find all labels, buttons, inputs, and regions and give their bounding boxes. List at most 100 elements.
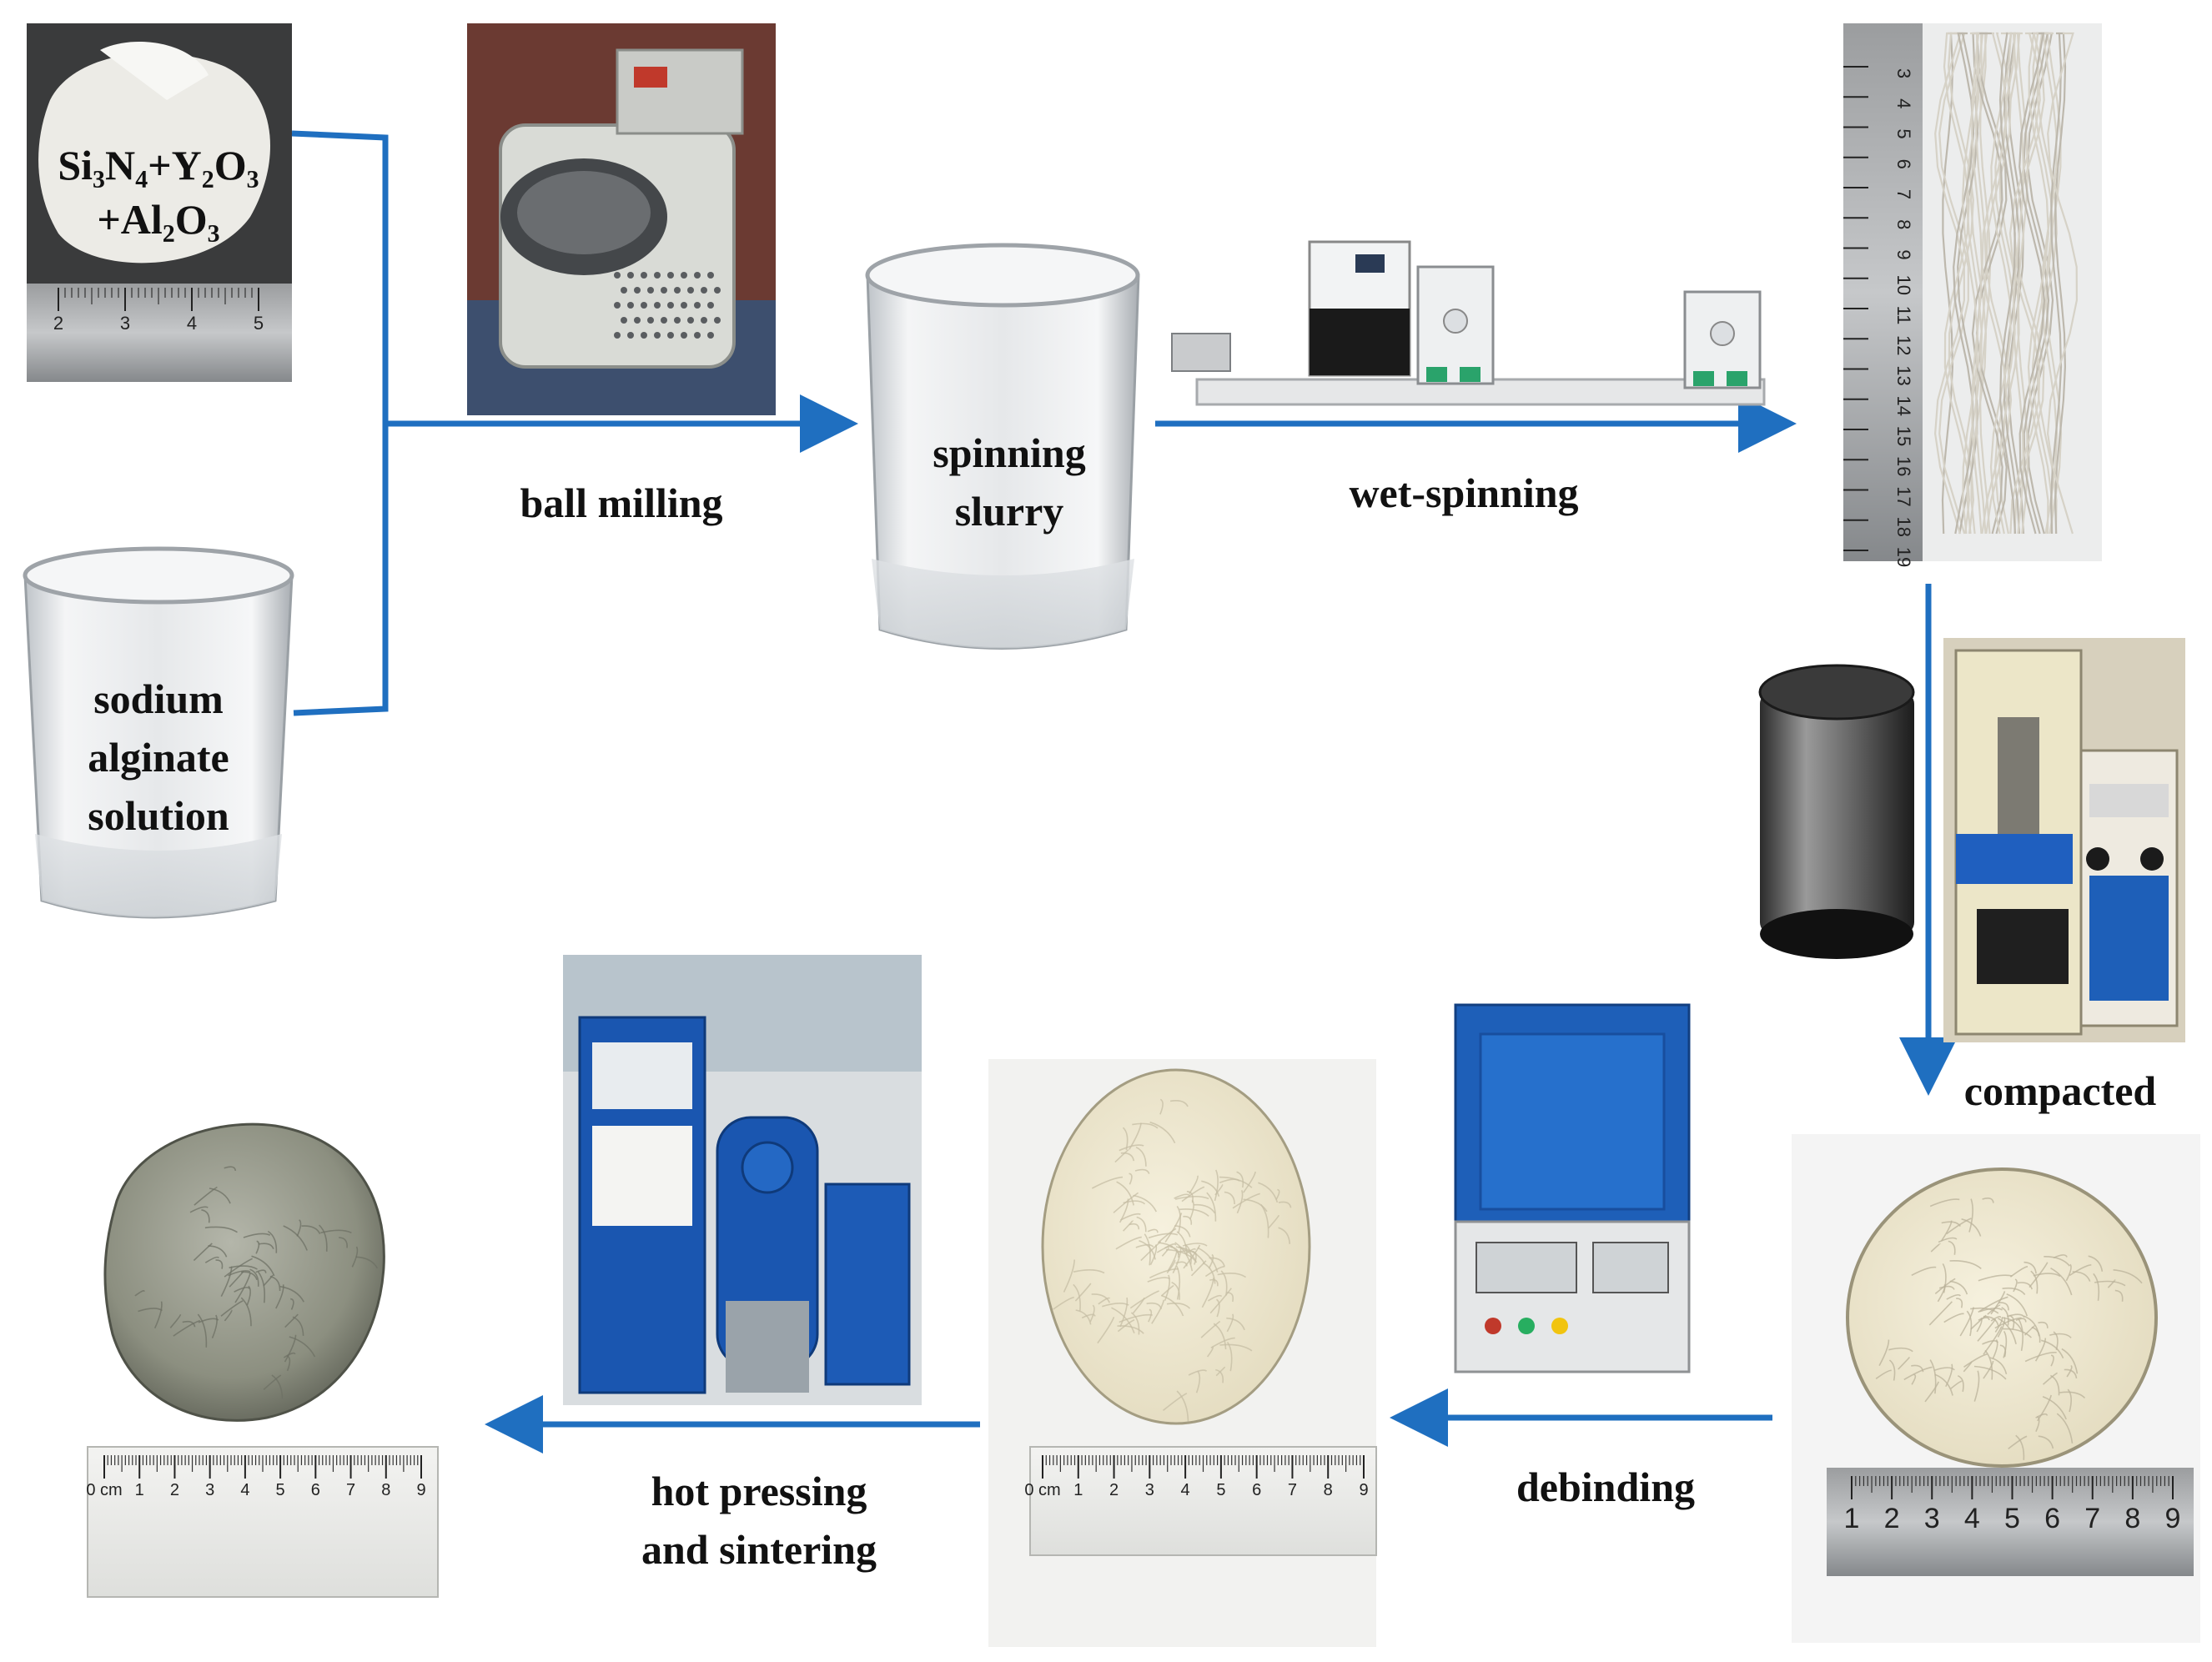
vent-hole	[634, 287, 641, 294]
texture-stroke	[1278, 1227, 1291, 1244]
compacted-ruler-tick-label: 7	[2084, 1503, 2100, 1534]
texture-stroke	[1119, 1313, 1153, 1323]
texture-stroke	[1219, 1176, 1253, 1188]
fiber-ruler-tick-label: 4	[1893, 98, 1914, 108]
sintered-ruler-tick-label: 5	[276, 1481, 285, 1499]
texture-stroke	[1120, 1213, 1141, 1221]
texture-stroke	[1215, 1298, 1220, 1318]
texture-stroke	[1210, 1337, 1235, 1348]
texture-stroke	[267, 1230, 278, 1253]
fiber-ruler-tick-label: 17	[1893, 486, 1914, 506]
debinded-ruler-tick-label: 7	[1288, 1481, 1297, 1499]
fiber-strand	[1938, 32, 1969, 535]
debinded-ruler-tick-label: 9	[1359, 1481, 1368, 1499]
texture-stroke	[1119, 1144, 1144, 1152]
compacted-disk-texture	[1875, 1198, 2143, 1460]
texture-stroke	[2017, 1282, 2033, 1290]
texture-stroke	[1130, 1312, 1140, 1335]
ceramic-fibers	[1933, 32, 2079, 535]
texture-stroke	[263, 1374, 282, 1390]
vent-hole	[641, 332, 647, 339]
texture-stroke	[1164, 1243, 1177, 1249]
texture-stroke	[1151, 1299, 1165, 1324]
vent-hole	[701, 317, 707, 324]
texture-stroke	[1219, 1343, 1253, 1352]
texture-stroke	[1119, 1297, 1129, 1328]
texture-stroke	[204, 1256, 219, 1263]
fiber-strand	[1961, 32, 1978, 535]
texture-stroke	[1073, 1283, 1081, 1312]
texture-stroke	[1214, 1169, 1219, 1202]
texture-stroke	[1111, 1307, 1135, 1333]
texture-stroke	[1134, 1168, 1150, 1174]
texture-stroke	[1236, 1189, 1244, 1214]
texture-stroke	[1129, 1172, 1133, 1185]
texture-stroke	[1091, 1293, 1111, 1303]
texture-stroke	[243, 1233, 271, 1238]
texture-stroke	[1968, 1198, 1973, 1233]
texture-stroke	[289, 1336, 316, 1358]
texture-stroke	[138, 1308, 163, 1313]
texture-stroke	[1258, 1182, 1279, 1203]
compacted-ruler-tick-label: 3	[1924, 1503, 1940, 1534]
texture-stroke	[1956, 1298, 1963, 1308]
texture-stroke	[1123, 1219, 1134, 1232]
texture-stroke	[1928, 1301, 1953, 1326]
texture-stroke	[1176, 1205, 1181, 1233]
texture-stroke	[1149, 1268, 1179, 1279]
vent-hole	[707, 332, 714, 339]
texture-stroke	[1171, 1281, 1180, 1300]
texture-stroke	[2088, 1255, 2104, 1272]
texture-stroke	[1183, 1215, 1193, 1225]
texture-stroke	[220, 1300, 244, 1317]
texture-stroke	[1184, 1243, 1192, 1265]
texture-stroke	[2114, 1289, 2124, 1302]
ball-mill-vent-holes	[614, 272, 721, 339]
fiber-ruler-tick-label: 13	[1893, 365, 1914, 385]
texture-stroke	[1215, 1368, 1224, 1383]
texture-stroke	[2059, 1391, 2086, 1398]
vent-hole	[714, 317, 721, 324]
texture-stroke	[2042, 1372, 2058, 1385]
fiber-strand	[2049, 32, 2063, 535]
compacted-ruler-tick-label: 2	[1884, 1503, 1900, 1534]
vent-hole	[674, 317, 681, 324]
texture-stroke	[224, 1309, 233, 1322]
texture-stroke	[1961, 1218, 1982, 1237]
texture-stroke	[2050, 1354, 2054, 1367]
texture-stroke	[1166, 1248, 1197, 1262]
vent-hole	[654, 272, 661, 279]
texture-stroke	[1177, 1250, 1198, 1255]
merge-connector	[291, 130, 389, 716]
fiber-strand	[1989, 32, 2013, 535]
powder-ruler-tick-label: 2	[53, 313, 63, 334]
texture-stroke	[1878, 1339, 1890, 1366]
texture-stroke	[1129, 1290, 1159, 1309]
texture-stroke	[1984, 1349, 1993, 1380]
fiber-strand	[2027, 32, 2050, 535]
vent-hole	[627, 272, 634, 279]
texture-stroke	[198, 1318, 219, 1323]
texture-stroke	[1999, 1344, 2007, 1358]
texture-stroke	[2067, 1388, 2072, 1413]
debinded-ruler-tick-label: 2	[1109, 1481, 1119, 1499]
texture-stroke	[1929, 1198, 1960, 1208]
texture-stroke	[1133, 1194, 1158, 1213]
texture-stroke	[1903, 1366, 1933, 1381]
slurry-label-line2: slurry	[955, 488, 1064, 535]
fiber-strand	[2044, 32, 2063, 535]
texture-stroke	[1075, 1309, 1092, 1325]
texture-stroke	[355, 1256, 379, 1269]
texture-stroke	[1217, 1273, 1247, 1278]
vent-hole	[681, 332, 687, 339]
texture-stroke	[2008, 1435, 2028, 1450]
fiber-ruler-tick-label: 6	[1893, 159, 1914, 169]
vent-hole	[694, 302, 701, 309]
texture-stroke	[1116, 1181, 1134, 1206]
texture-stroke	[1226, 1317, 1245, 1331]
vent-hole	[701, 287, 707, 294]
fiber-strand	[1998, 32, 2017, 535]
fiber-ruler-tick-label: 18	[1893, 517, 1914, 537]
